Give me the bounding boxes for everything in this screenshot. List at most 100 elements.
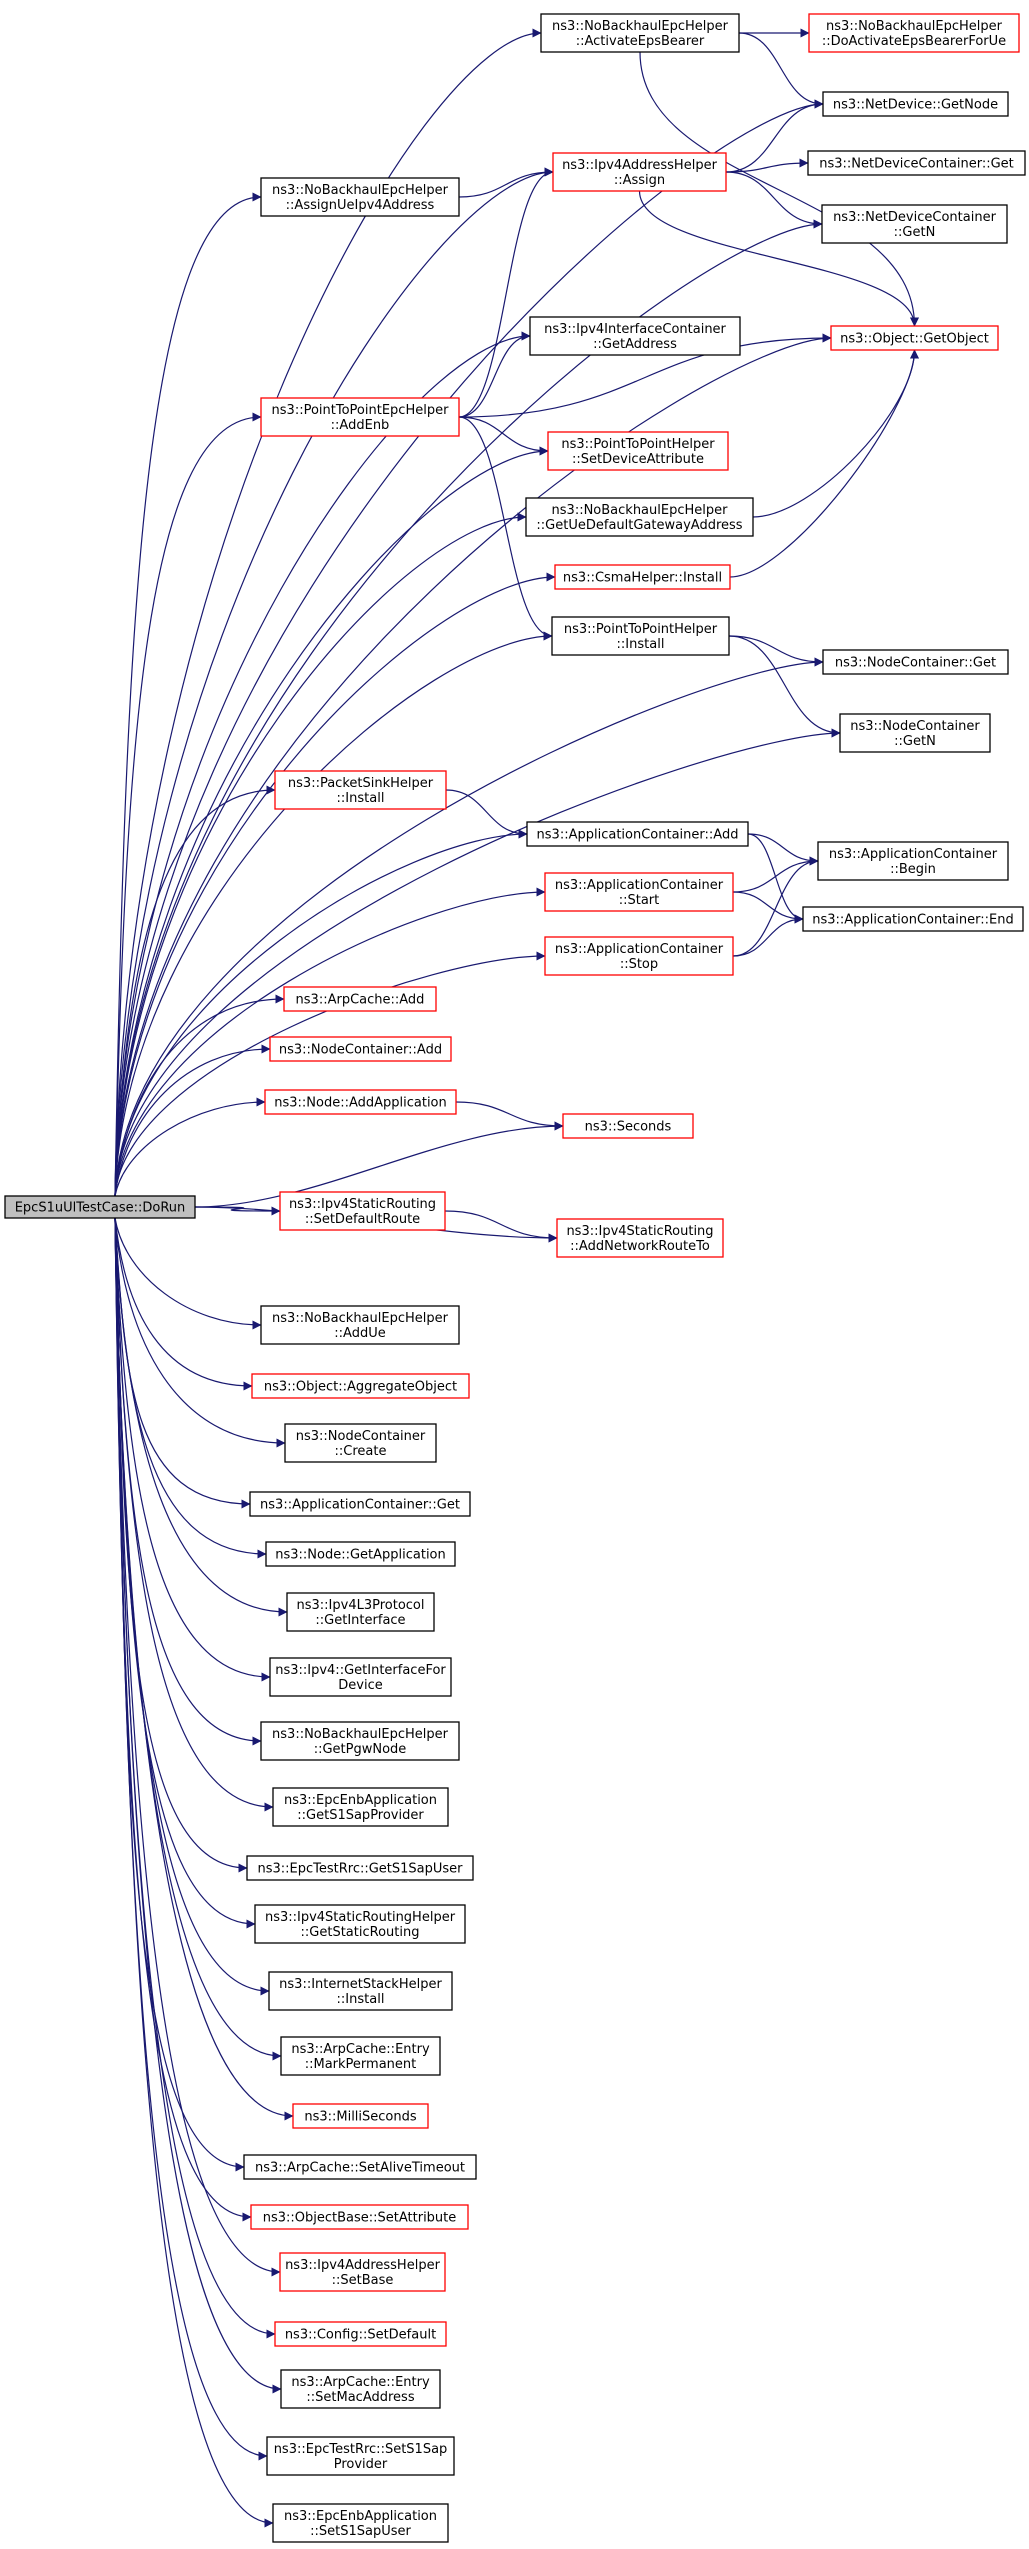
node-box bbox=[265, 1541, 456, 1567]
function-node[interactable]: ns3::NoBackhaulEpcHelper::DoActivateEpsB… bbox=[808, 13, 1020, 53]
node-box bbox=[274, 2321, 447, 2347]
edge-n0-to-n29 bbox=[114, 1217, 262, 1330]
node-label: ns3::ObjectBase::SetAttribute bbox=[263, 2211, 457, 2226]
function-node[interactable]: ns3::NoBackhaulEpcHelper::ActivateEpsBea… bbox=[540, 13, 740, 53]
function-node[interactable]: ns3::EpcTestRrc::GetS1SapUser bbox=[246, 1855, 474, 1881]
function-node[interactable]: ns3::ApplicationContainer::Get bbox=[249, 1491, 471, 1517]
function-node[interactable]: ns3::PointToPointHelper::SetDeviceAttrib… bbox=[547, 431, 729, 471]
node-label: ns3::PointToPointEpcHelper bbox=[272, 403, 450, 418]
function-node[interactable]: ns3::ObjectBase::SetAttribute bbox=[250, 2204, 469, 2230]
function-node[interactable]: ns3::PointToPointHelper::Install bbox=[551, 616, 730, 656]
function-node[interactable]: ns3::EpcEnbApplication::GetS1SapProvider bbox=[272, 1787, 449, 1827]
node-label: ns3::Ipv4AddressHelper bbox=[562, 158, 718, 173]
node-label: ns3::ArpCache::Add bbox=[296, 993, 425, 1008]
function-node[interactable]: ns3::Ipv4StaticRouting::SetDefaultRoute bbox=[279, 1191, 446, 1231]
edge-n0-to-n37 bbox=[114, 1217, 274, 1812]
node-label: ns3::Ipv4StaticRoutingHelper bbox=[265, 1910, 456, 1925]
function-node[interactable]: ns3::Ipv4StaticRouting::AddNetworkRouteT… bbox=[556, 1218, 724, 1258]
function-node[interactable]: ns3::NodeContainer::Add bbox=[269, 1036, 452, 1062]
node-box bbox=[822, 649, 1009, 675]
node-label: ns3::ApplicationContainer bbox=[555, 942, 724, 957]
function-node[interactable]: ns3::ArpCache::Add bbox=[283, 986, 437, 1012]
function-node[interactable]: ns3::ArpCache::Entry::MarkPermanent bbox=[280, 2036, 441, 2076]
function-node[interactable]: ns3::Config::SetDefault bbox=[274, 2321, 447, 2347]
function-node[interactable]: ns3::NoBackhaulEpcHelper::AssignUeIpv4Ad… bbox=[260, 177, 460, 217]
node-box bbox=[839, 713, 991, 753]
function-node[interactable]: ns3::ApplicationContainer::Begin bbox=[817, 841, 1009, 881]
function-node[interactable]: ns3::NoBackhaulEpcHelper::GetUeDefaultGa… bbox=[525, 497, 754, 537]
node-box bbox=[529, 316, 741, 356]
function-node[interactable]: ns3::CsmaHelper::Install bbox=[554, 564, 731, 590]
edge-n0-to-n4 bbox=[114, 167, 554, 1197]
node-box bbox=[4, 1195, 196, 1219]
function-node[interactable]: ns3::ApplicationContainer::End bbox=[802, 906, 1024, 932]
edge-n27-to-n28 bbox=[444, 1210, 558, 1243]
function-node[interactable]: ns3::Ipv4L3Protocol::GetInterface bbox=[286, 1592, 435, 1632]
function-node[interactable]: ns3::PacketSinkHelper::Install bbox=[274, 770, 447, 810]
function-node[interactable]: ns3::PointToPointEpcHelper::AddEnb bbox=[260, 397, 460, 437]
function-node[interactable]: ns3::ArpCache::Entry::SetMacAddress bbox=[280, 2369, 441, 2409]
node-label: ::AssignUeIpv4Address bbox=[286, 198, 435, 213]
node-label: ::Begin bbox=[890, 862, 936, 877]
node-label: ::GetInterface bbox=[315, 1613, 405, 1628]
node-label: ns3::Ipv4AddressHelper bbox=[285, 2258, 441, 2273]
node-box bbox=[260, 177, 460, 217]
edge-n17-to-n18 bbox=[445, 789, 528, 839]
function-node[interactable]: ns3::ApplicationContainer::Stop bbox=[544, 936, 734, 976]
edge-n0-to-n34 bbox=[114, 1217, 288, 1617]
function-node[interactable]: ns3::Ipv4InterfaceContainer::GetAddress bbox=[529, 316, 741, 356]
node-label: ::GetAddress bbox=[593, 337, 677, 352]
edge-n0-to-n30 bbox=[114, 1217, 253, 1391]
function-node[interactable]: ns3::Ipv4AddressHelper::SetBase bbox=[279, 2252, 446, 2292]
node-label: ::GetPgwNode bbox=[314, 1742, 407, 1757]
function-node[interactable]: ns3::InternetStackHelper::Install bbox=[268, 1971, 453, 2011]
node-box bbox=[554, 564, 731, 590]
function-node[interactable]: ns3::NodeContainer::Create bbox=[284, 1423, 437, 1463]
node-box bbox=[274, 770, 447, 810]
node-label: ::GetN bbox=[894, 225, 936, 240]
node-label: ns3::ApplicationContainer::Get bbox=[260, 1498, 460, 1513]
function-node[interactable]: ns3::NodeContainer::GetN bbox=[839, 713, 991, 753]
node-label: ns3::InternetStackHelper bbox=[279, 1977, 442, 1992]
function-node[interactable]: ns3::Seconds bbox=[562, 1113, 694, 1139]
function-node[interactable]: ns3::NetDeviceContainer::Get bbox=[807, 150, 1026, 176]
function-node[interactable]: ns3::NetDevice::GetNode bbox=[822, 91, 1009, 117]
function-node[interactable]: ns3::Ipv4StaticRoutingHelper::GetStaticR… bbox=[254, 1904, 466, 1944]
edge-n0-to-n24 bbox=[114, 1044, 271, 1197]
node-label: ns3::NetDeviceContainer bbox=[833, 210, 997, 225]
node-label: ::Create bbox=[335, 1444, 387, 1459]
node-box bbox=[540, 13, 740, 53]
function-node[interactable]: ns3::NoBackhaulEpcHelper::GetPgwNode bbox=[260, 1721, 460, 1761]
node-label: Provider bbox=[334, 2457, 388, 2472]
node-label: ns3::NoBackhaulEpcHelper bbox=[272, 183, 449, 198]
node-label: ns3::PointToPointHelper bbox=[564, 622, 718, 637]
node-label: ns3::PacketSinkHelper bbox=[288, 776, 434, 791]
function-node[interactable]: ns3::Node::GetApplication bbox=[265, 1541, 456, 1567]
function-node[interactable]: ns3::EpcEnbApplication::SetS1SapUser bbox=[272, 2503, 449, 2543]
node-box bbox=[817, 841, 1009, 881]
function-node[interactable]: ns3::Ipv4AddressHelper::Assign bbox=[552, 152, 727, 192]
function-node[interactable]: ns3::Object::AggregateObject bbox=[251, 1373, 470, 1399]
function-node[interactable]: ns3::ApplicationContainer::Start bbox=[544, 872, 734, 912]
edge-n22-to-n21 bbox=[732, 914, 804, 957]
function-node[interactable]: ns3::NoBackhaulEpcHelper::AddUe bbox=[260, 1305, 460, 1345]
node-box bbox=[551, 616, 730, 656]
node-box bbox=[284, 1423, 437, 1463]
node-label: ns3::Ipv4InterfaceContainer bbox=[544, 322, 726, 337]
function-node[interactable]: ns3::NetDeviceContainer::GetN bbox=[821, 204, 1008, 244]
node-label: ::MarkPermanent bbox=[305, 2057, 417, 2072]
function-node[interactable]: ns3::Object::GetObject bbox=[830, 325, 999, 351]
root-node[interactable]: EpcS1uUlTestCase::DoRun bbox=[4, 1195, 196, 1219]
edge-n4-to-n5 bbox=[725, 158, 809, 173]
function-node[interactable]: ns3::NodeContainer::Get bbox=[822, 649, 1009, 675]
edge-n14-to-n15 bbox=[728, 635, 824, 667]
function-node[interactable]: ns3::ApplicationContainer::Add bbox=[526, 821, 749, 847]
function-node[interactable]: ns3::ArpCache::SetAliveTimeout bbox=[243, 2154, 477, 2180]
edge-n6-to-n4 bbox=[458, 167, 554, 198]
function-node[interactable]: ns3::Node::AddApplication bbox=[264, 1089, 457, 1115]
node-label: ns3::EpcTestRrc::SetS1Sap bbox=[274, 2442, 448, 2457]
function-node[interactable]: ns3::MilliSeconds bbox=[292, 2103, 429, 2129]
